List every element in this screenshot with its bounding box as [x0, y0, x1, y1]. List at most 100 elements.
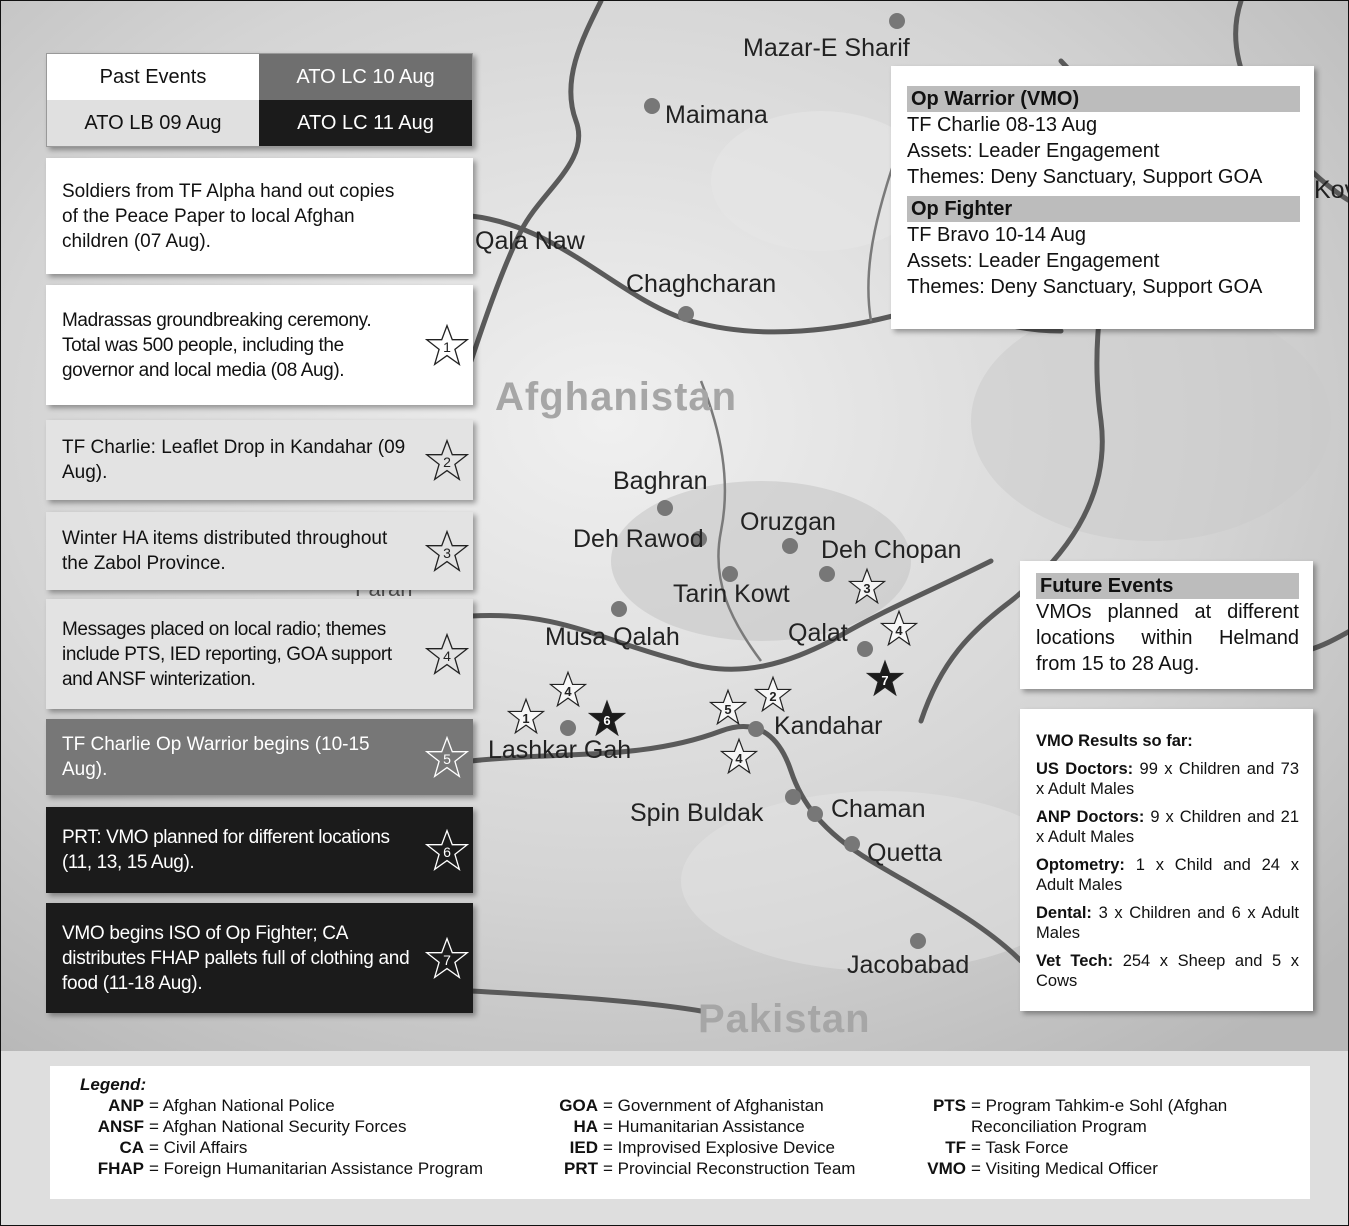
vmo-results-panel: VMO Results so far: US Doctors: 99 x Chi… [1020, 709, 1313, 1011]
svg-text:4: 4 [735, 751, 743, 766]
event-text: TF Charlie Op Warrior begins (10-15 Aug)… [62, 734, 370, 780]
legend-abbreviation: HA [573, 1117, 598, 1136]
legend-definition: = Task Force [971, 1138, 1069, 1157]
city-label-mazar: Mazar-E Sharif [743, 34, 910, 62]
map-star-marker-icon: 4 [549, 670, 587, 708]
vmo-result-label: ANP Doctors: [1036, 808, 1145, 826]
tab-ato-lb-09-aug[interactable]: ATO LB 09 Aug [47, 100, 259, 146]
city-label-lashkar-gah: Lashkar Gah [488, 736, 632, 764]
event-panel-7: PRT: VMO planned for different locations… [46, 807, 473, 893]
city-dot-icon [678, 306, 694, 322]
legend-entry: ANP = Afghan National Police [90, 1095, 483, 1116]
city-dot-icon [611, 601, 627, 617]
star-2-icon: 2 [425, 438, 469, 482]
legend-definition: = Afghan National Police [149, 1096, 335, 1115]
city-label-oruzgan: Oruzgan [740, 508, 836, 536]
country-label-pakistan: Pakistan [698, 997, 871, 1041]
legend-definition: = Improvised Explosive Device [603, 1138, 835, 1157]
city-dot-icon [748, 721, 764, 737]
vmo-result-label: Dental: [1036, 904, 1092, 922]
event-panel-1: Soldiers from TF Alpha hand out copies o… [46, 158, 473, 274]
city-dot-icon [910, 933, 926, 949]
city-label-chaghcharan: Chaghcharan [626, 270, 777, 298]
vmo-results-list: US Doctors: 99 x Children and 73 x Adult… [1036, 759, 1299, 991]
legend-entry: VMO= Visiting Medical Officer [926, 1158, 1227, 1179]
op-warrior-line: Assets: Leader Engagement [907, 140, 1160, 162]
legend-abbreviation: ANP [108, 1096, 144, 1115]
city-label-jacobabad: Jacobabad [847, 951, 970, 979]
city-label-qalat: Qalat [788, 619, 848, 647]
map-star-marker-icon: 3 [848, 567, 886, 605]
legend-definition: = Humanitarian Assistance [603, 1117, 805, 1136]
city-dot-icon [722, 566, 738, 582]
op-warrior-line: TF Charlie 08-13 Aug [907, 114, 1098, 136]
legend-definition: = Foreign Humanitarian Assistance Progra… [149, 1159, 484, 1178]
city-label-deh-chopan: Deh Chopan [821, 536, 962, 564]
legend-definition: Reconciliation Program [971, 1117, 1147, 1136]
map-star-marker-icon: 1 [507, 697, 545, 735]
tab-ato-lc-11-aug[interactable]: ATO LC 11 Aug [259, 100, 472, 146]
vmo-result-label: Vet Tech: [1036, 952, 1114, 970]
event-tabs: Past Events ATO LC 10 Aug ATO LB 09 Aug … [46, 53, 473, 147]
map-star-marker-icon: 4 [720, 737, 758, 775]
map-star-marker-icon: 7 [866, 659, 904, 697]
op-warrior-title: Op Warrior (VMO) [907, 86, 1300, 112]
legend-definition: = Government of Afghanistan [603, 1096, 824, 1115]
legend-abbreviation: CA [119, 1138, 144, 1157]
event-panel-8: VMO begins ISO of Op Fighter; CA distrib… [46, 903, 473, 1013]
op-fighter-line: TF Bravo 10-14 Aug [907, 224, 1086, 246]
op-fighter-line: Assets: Leader Engagement [907, 250, 1160, 272]
legend-entry: PTS= Program Tahkim-e Sohl (Afghan [926, 1095, 1227, 1116]
vmo-result-text: 9 x Children and 21 x Adult Males [1036, 808, 1299, 846]
vmo-result-text: 254 x Sheep and 5 x Cows [1036, 952, 1299, 990]
svg-text:4: 4 [895, 623, 903, 638]
event-panel-2: Madrassas groundbreaking ceremony. Total… [46, 285, 473, 405]
svg-text:1: 1 [443, 339, 451, 355]
star-7-icon: 7 [425, 936, 469, 980]
future-events-text: VMOs planned at different locations with… [1036, 601, 1299, 675]
vmo-result-text: 3 x Children and 6 x Adult Males [1036, 904, 1299, 942]
event-panel-4: Winter HA items distributed throughout t… [46, 512, 473, 590]
legend-title: Legend: [80, 1075, 147, 1094]
star-6-icon: 6 [425, 828, 469, 872]
city-label-qala-naw: Qala Naw [475, 227, 585, 255]
legend-abbreviation: FHAP [97, 1159, 144, 1178]
vmo-result-text: 1 x Child and 24 x Adult Males [1036, 856, 1299, 894]
legend-entry: FHAP = Foreign Humanitarian Assistance Pr… [90, 1158, 483, 1179]
city-dot-icon [782, 538, 798, 554]
legend-definition: = Afghan National Security Forces [149, 1117, 407, 1136]
legend-definition: = Provincial Reconstruction Team [603, 1159, 856, 1178]
op-fighter-title: Op Fighter [907, 196, 1300, 222]
city-dot-icon [857, 641, 873, 657]
vmo-result-label: US Doctors: [1036, 760, 1134, 778]
svg-text:7: 7 [443, 952, 451, 968]
legend-entry: TF= Task Force [926, 1137, 1227, 1158]
legend-entry: ANSF= Afghan National Security Forces [90, 1116, 483, 1137]
city-dot-icon [644, 98, 660, 114]
city-label-quetta: Quetta [867, 839, 943, 867]
event-panel-6: TF Charlie Op Warrior begins (10-15 Aug)… [46, 719, 473, 795]
svg-text:2: 2 [769, 689, 776, 704]
legend-abbreviation: GOA [559, 1096, 598, 1115]
legend-entry: GOA = Government of Afghanistan [554, 1095, 855, 1116]
legend-abbreviation: IED [569, 1138, 598, 1157]
city-label-musa-qalah: Musa Qalah [545, 623, 680, 651]
city-label-kandahar: Kandahar [774, 712, 883, 740]
svg-text:3: 3 [863, 581, 870, 596]
city-label-tarin-kowt: Tarin Kowt [673, 580, 790, 608]
vmo-result-text: 99 x Children and 73 x Adult Males [1036, 760, 1299, 798]
future-events-panel: Future Events VMOs planned at different … [1020, 561, 1313, 689]
legend-abbreviation: VMO [927, 1159, 966, 1178]
city-dot-icon [807, 806, 823, 822]
vmo-result-label: Optometry: [1036, 856, 1125, 874]
event-text: Messages placed on local radio; themes i… [62, 618, 392, 690]
vmo-result-item: Optometry: 1 x Child and 24 x Adult Male… [1036, 855, 1299, 895]
svg-text:6: 6 [603, 713, 610, 728]
tab-ato-lc-10-aug[interactable]: ATO LC 10 Aug [259, 54, 472, 100]
city-label-kow-partial: Kov [1314, 176, 1348, 204]
tab-past-events[interactable]: Past Events [47, 54, 259, 100]
